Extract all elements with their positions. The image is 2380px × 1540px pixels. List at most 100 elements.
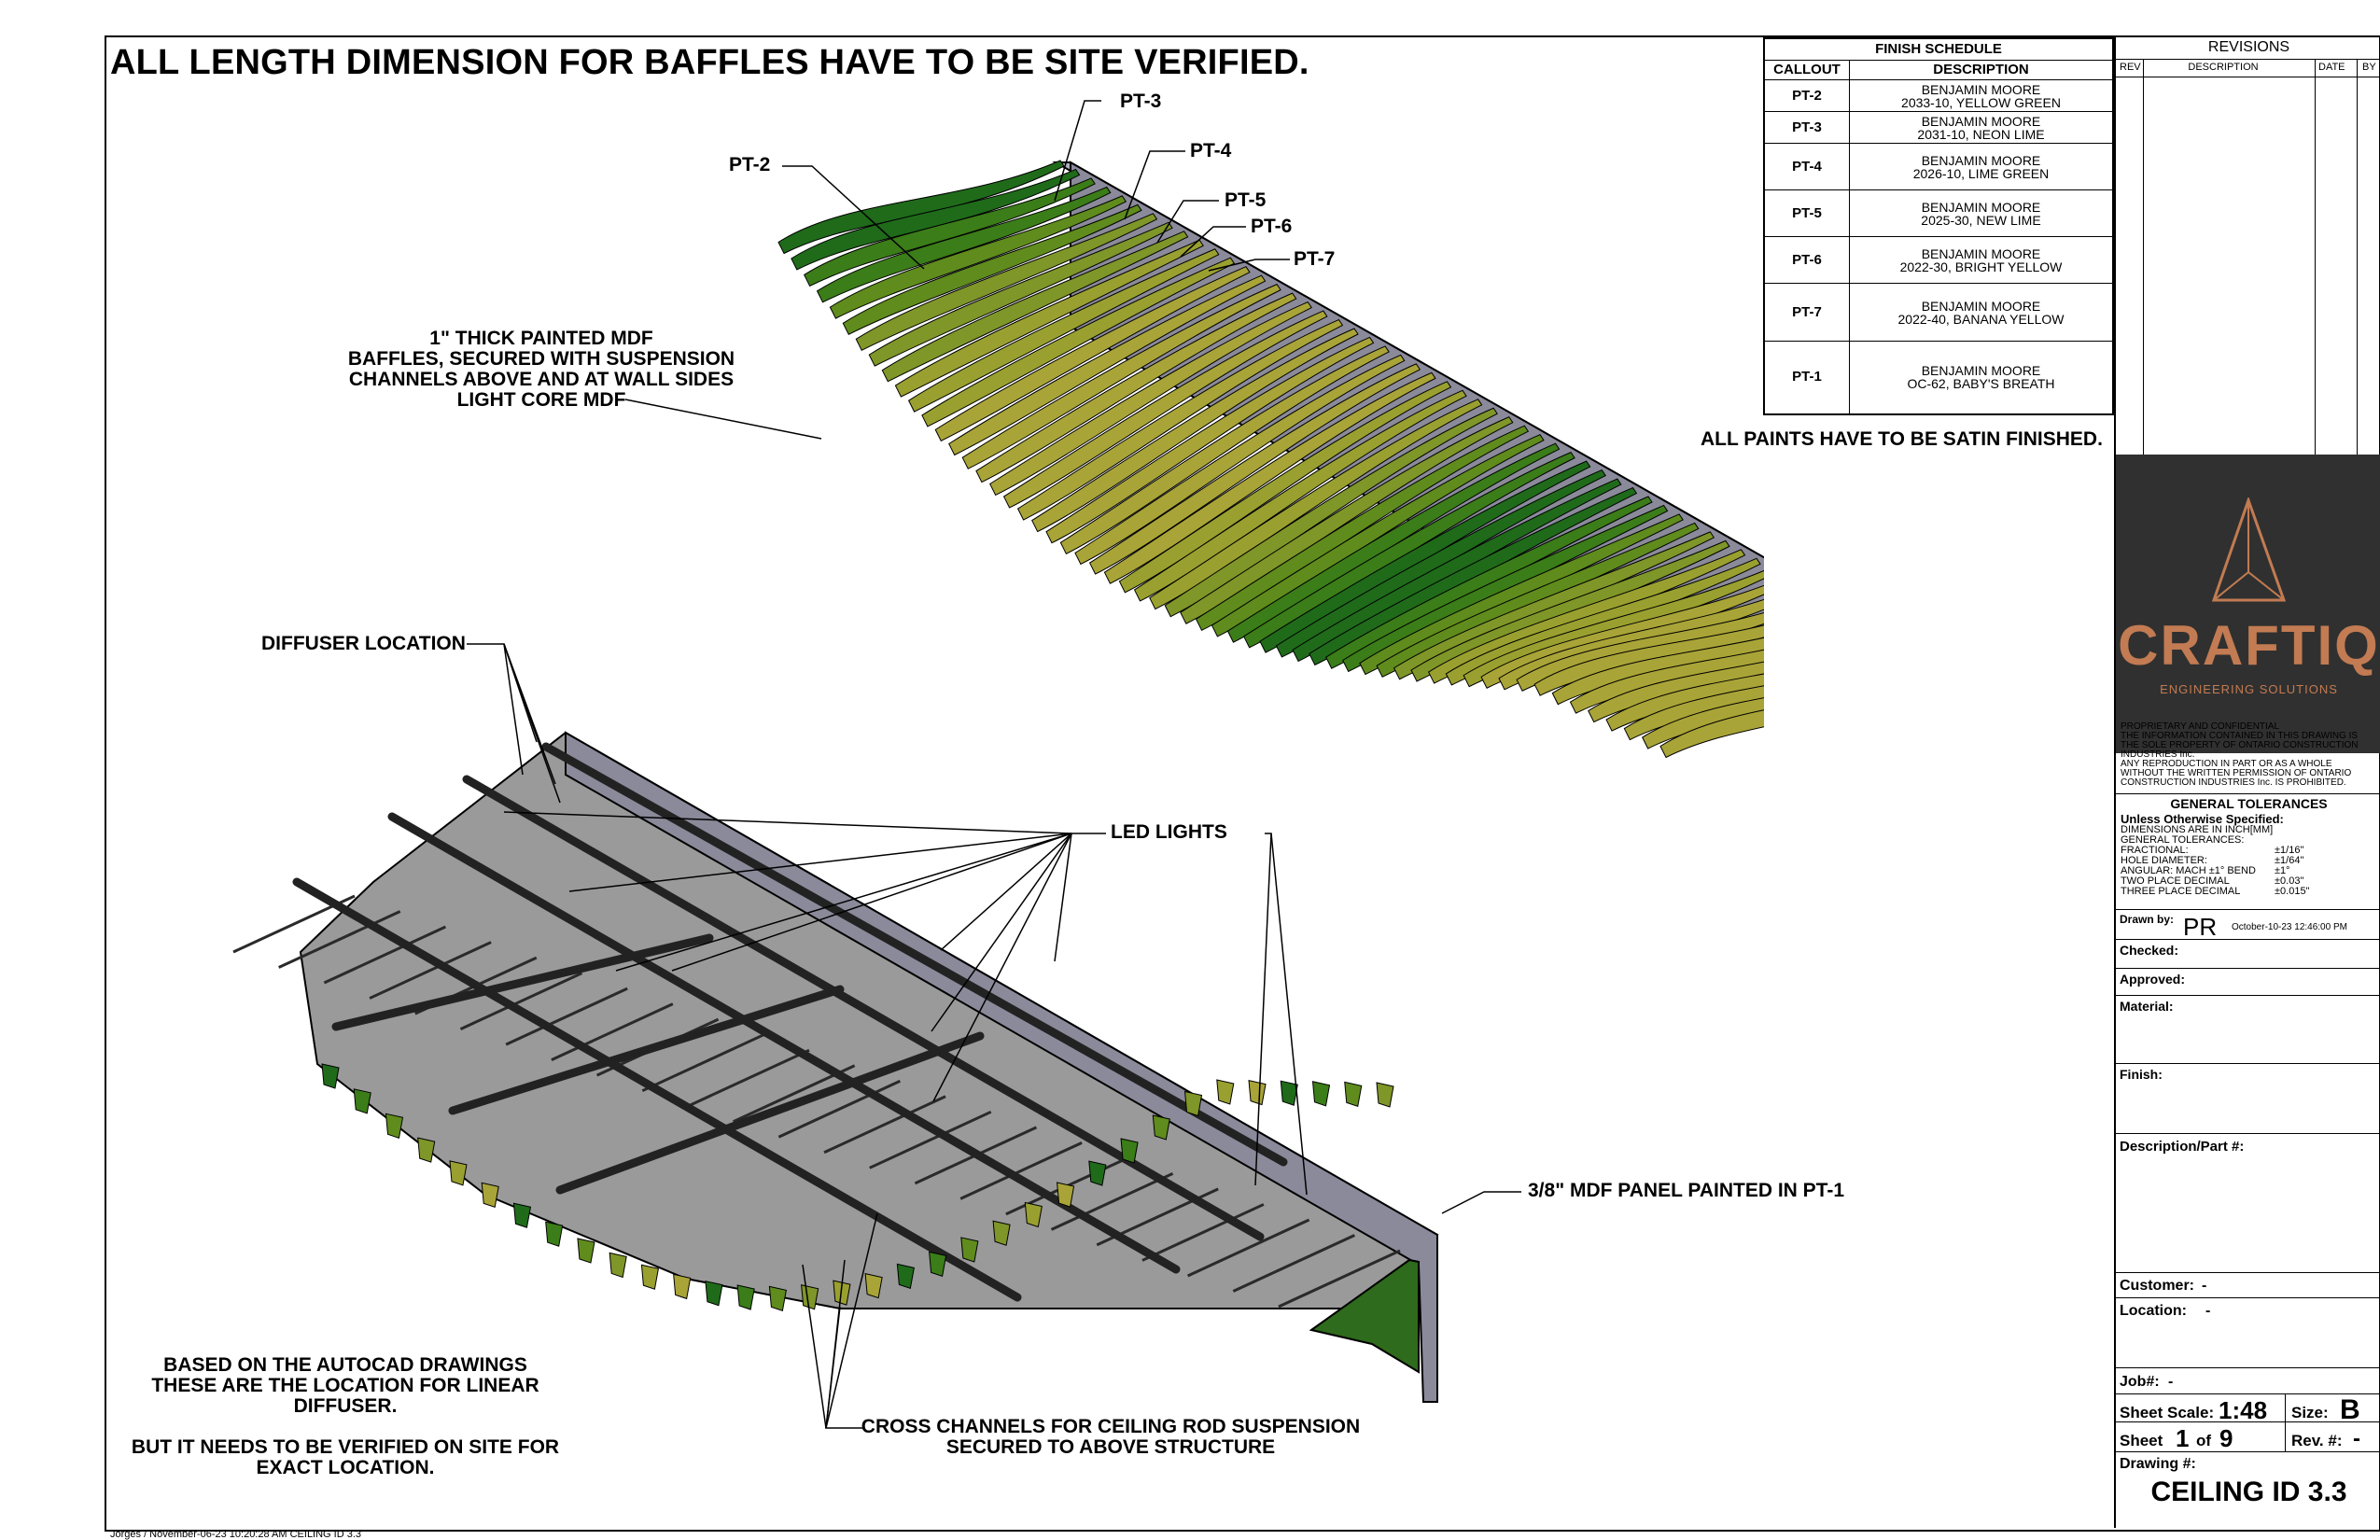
cross-channels-note: CROSS CHANNELS FOR CEILING ROD SUSPENSIO…	[861, 1416, 1361, 1458]
baffle-slat	[855, 213, 1158, 351]
autocad-note: BASED ON THE AUTOCAD DRAWINGS THESE ARE …	[131, 1354, 560, 1478]
callout-pt4: PT-4	[1190, 140, 1232, 161]
suspension-rod	[292, 877, 1022, 1302]
rev-value: -	[2353, 1426, 2360, 1451]
baffle-slat	[934, 266, 1251, 442]
customer-label: Customer:	[2120, 1278, 2195, 1294]
callout-pt3: PT-3	[1120, 91, 1162, 112]
baffle-slat	[1045, 336, 1375, 544]
baffle-slat	[1642, 697, 1764, 749]
panel-slat	[777, 1079, 901, 1139]
panel-slat	[1141, 1203, 1265, 1262]
panel-slat	[459, 972, 583, 1030]
footer-plot-stamp: Jorges / November-06-23 10:20:28 AM CEIL…	[110, 1529, 362, 1540]
lower-spine-face	[565, 731, 1438, 1403]
skirt-baffle	[385, 1113, 404, 1139]
schedule-callout: PT-3	[1763, 111, 1850, 144]
description-label: Description/Part #:	[2120, 1139, 2245, 1155]
finish-label: Finish:	[2120, 1067, 2163, 1082]
skirt-baffle	[1152, 1114, 1170, 1141]
baffle-slat	[881, 231, 1189, 383]
panel-slat	[869, 1110, 992, 1169]
proprietary-notice: PROPRIETARY AND CONFIDENTIAL THE INFORMA…	[2121, 721, 2359, 788]
callout-pt2: PT-2	[729, 154, 771, 175]
led-lights-callout: LED LIGHTS	[1111, 821, 1227, 843]
baffle-slat	[804, 177, 1096, 287]
callout-column-header: CALLOUT	[1763, 60, 1850, 80]
sheet-of-label: of	[2196, 1432, 2212, 1449]
panel-slat	[551, 1002, 674, 1062]
upper-baffles	[777, 160, 1764, 759]
lower-baffle-skirt	[321, 1063, 1394, 1312]
baffles-note: 1" THICK PAINTED MDF BAFFLES, SECURED WI…	[347, 328, 735, 411]
suspension-rod	[387, 812, 1181, 1274]
baffle-slat	[829, 195, 1127, 319]
skirt-baffle	[1248, 1079, 1267, 1106]
skirt-baffle	[449, 1160, 468, 1186]
schedule-callout: PT-4	[1763, 143, 1850, 190]
skirt-baffle	[768, 1285, 787, 1312]
panel-slat	[687, 1048, 810, 1108]
skirt-baffle	[833, 1280, 851, 1306]
job-label: Job#:	[2120, 1374, 2160, 1390]
rev-col-description: DESCRIPTION	[2188, 62, 2259, 73]
skirt-baffle	[736, 1284, 755, 1310]
skirt-baffle	[1216, 1079, 1235, 1105]
drawing-number-label: Drawing #:	[2120, 1456, 2196, 1472]
logo-mark-icon	[2211, 497, 2287, 602]
baffle-slat	[961, 284, 1281, 469]
schedule-callout: PT-1	[1763, 341, 1850, 414]
site-verify-note: ALL LENGTH DIMENSION FOR BAFFLES HAVE TO…	[110, 43, 1309, 82]
drawing-number: CEILING ID 3.3	[2150, 1477, 2347, 1507]
baffle-slat	[1002, 310, 1328, 509]
ceiling-drawing	[232, 100, 1764, 1429]
panel-slat	[1186, 1218, 1310, 1278]
description-column-header: DESCRIPTION	[1849, 60, 2114, 80]
tolerances-title: GENERAL TOLERANCES	[2170, 796, 2328, 811]
skirt-baffle	[673, 1273, 692, 1300]
panel-slat	[1278, 1249, 1401, 1309]
baffle-slat	[816, 186, 1112, 303]
size-label: Size:	[2291, 1404, 2329, 1421]
baffle-slat	[975, 292, 1297, 483]
sheet-scale-value: 1:48	[2219, 1396, 2268, 1424]
callout-pt5: PT-5	[1225, 189, 1267, 211]
drawn-date: October-10-23 12:46:00 PM	[2232, 922, 2347, 932]
baffle-slat	[1195, 425, 1530, 632]
baffle-slat	[1031, 328, 1359, 533]
baffle-slat	[1074, 354, 1406, 566]
panel-slat	[959, 1141, 1083, 1200]
mdf-panel-callout: 3/8" MDF PANEL PAINTED IN PT-1	[1528, 1180, 1845, 1201]
baffle-slat	[1623, 685, 1764, 741]
baffle-slat	[1180, 416, 1514, 624]
skirt-baffle	[960, 1237, 979, 1263]
baffle-slat	[1226, 442, 1561, 643]
skirt-baffle	[801, 1284, 819, 1310]
rev-col-by: BY	[2362, 62, 2376, 73]
baffle-slat	[1059, 345, 1390, 555]
skirt-baffle	[1088, 1160, 1107, 1186]
rev-col-rev: REV	[2120, 62, 2141, 73]
skirt-baffle	[705, 1281, 723, 1307]
callout-pt6: PT-6	[1251, 216, 1293, 237]
suspension-rods	[292, 742, 1288, 1302]
baffle-slat	[1133, 389, 1467, 602]
size-value: B	[2340, 1394, 2360, 1425]
panel-slat	[505, 987, 628, 1046]
skirt-baffle	[1183, 1090, 1203, 1117]
logo-name: CRAFTIQ	[2118, 614, 2380, 677]
skirt-baffle	[864, 1272, 883, 1299]
sheet-label: Sheet	[2120, 1432, 2163, 1449]
panel-slat	[823, 1095, 946, 1155]
sheet-total: 9	[2219, 1424, 2233, 1452]
drawn-by-value: PR	[2183, 913, 2218, 941]
suspension-rod	[541, 742, 1288, 1167]
